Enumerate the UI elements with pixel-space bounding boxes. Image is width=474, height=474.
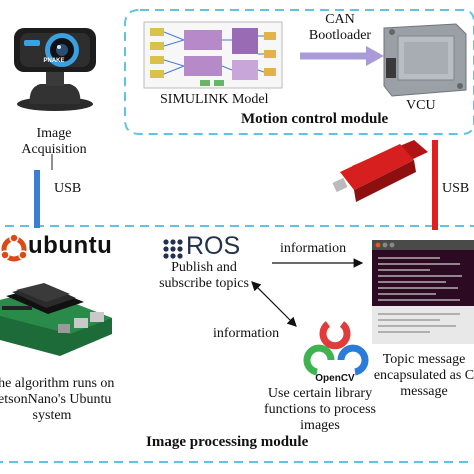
terminal-screenshot-image <box>372 240 474 344</box>
opencv-caption-line2: functions to process <box>264 402 376 417</box>
topic-caption-line1: Topic message <box>382 352 466 367</box>
topic-caption-line3: message <box>400 384 448 399</box>
opencv-wordmark: OpenCV <box>315 373 355 384</box>
webcam-image <box>14 28 96 111</box>
ubuntu-wordmark: ubuntu <box>28 232 113 259</box>
ros-wordmark: ROS <box>186 232 241 260</box>
processing-module-frame <box>0 225 474 463</box>
ubuntu-logo-icon <box>0 233 28 262</box>
can-label-line2: Bootloader <box>308 28 372 43</box>
webcam-brand-label: PNAKE <box>43 58 65 64</box>
jetson-nano-image <box>0 283 112 356</box>
info-arrow-diagonal <box>251 281 297 327</box>
motion-module-frame <box>124 9 474 135</box>
jetson-caption-line3: system <box>32 408 72 423</box>
jetson-caption-line2: JetsonNano's Ubuntu <box>0 392 112 407</box>
ros-logo-icon <box>163 239 183 259</box>
opencv-logo-icon <box>303 321 369 376</box>
simulink-model-image <box>143 21 283 89</box>
canalyst-device-image <box>332 140 428 202</box>
can-bootloader-arrowhead <box>366 46 384 66</box>
usb-line-left <box>34 170 40 228</box>
ros-caption-line2: subscribe topics <box>159 276 249 291</box>
info-down-label: information <box>213 326 280 341</box>
usb-line-right <box>432 140 438 230</box>
ros-caption-line1: Publish and <box>171 260 237 275</box>
motion-module-title: Motion control module <box>241 111 389 127</box>
processing-module-title: Image processing module <box>146 434 309 450</box>
camera-caption-line1: Image <box>36 126 72 141</box>
jetson-caption-line1: The algorithm runs on <box>0 376 115 391</box>
camera-caption-line2: Acquisition <box>21 142 87 157</box>
usb-right-label: USB <box>442 181 470 196</box>
vcu-label: VCU <box>406 98 436 113</box>
topic-caption-line2: encapsulated as C <box>373 368 474 383</box>
usb-left-label: USB <box>54 181 82 196</box>
opencv-caption-line3: images <box>300 418 340 433</box>
can-label-line1: CAN <box>325 12 355 27</box>
vcu-image <box>383 23 467 97</box>
simulink-model-label: SIMULINK Model <box>160 92 269 107</box>
opencv-caption-line1: Use certain library <box>267 386 373 401</box>
info-right-label: information <box>280 241 347 256</box>
